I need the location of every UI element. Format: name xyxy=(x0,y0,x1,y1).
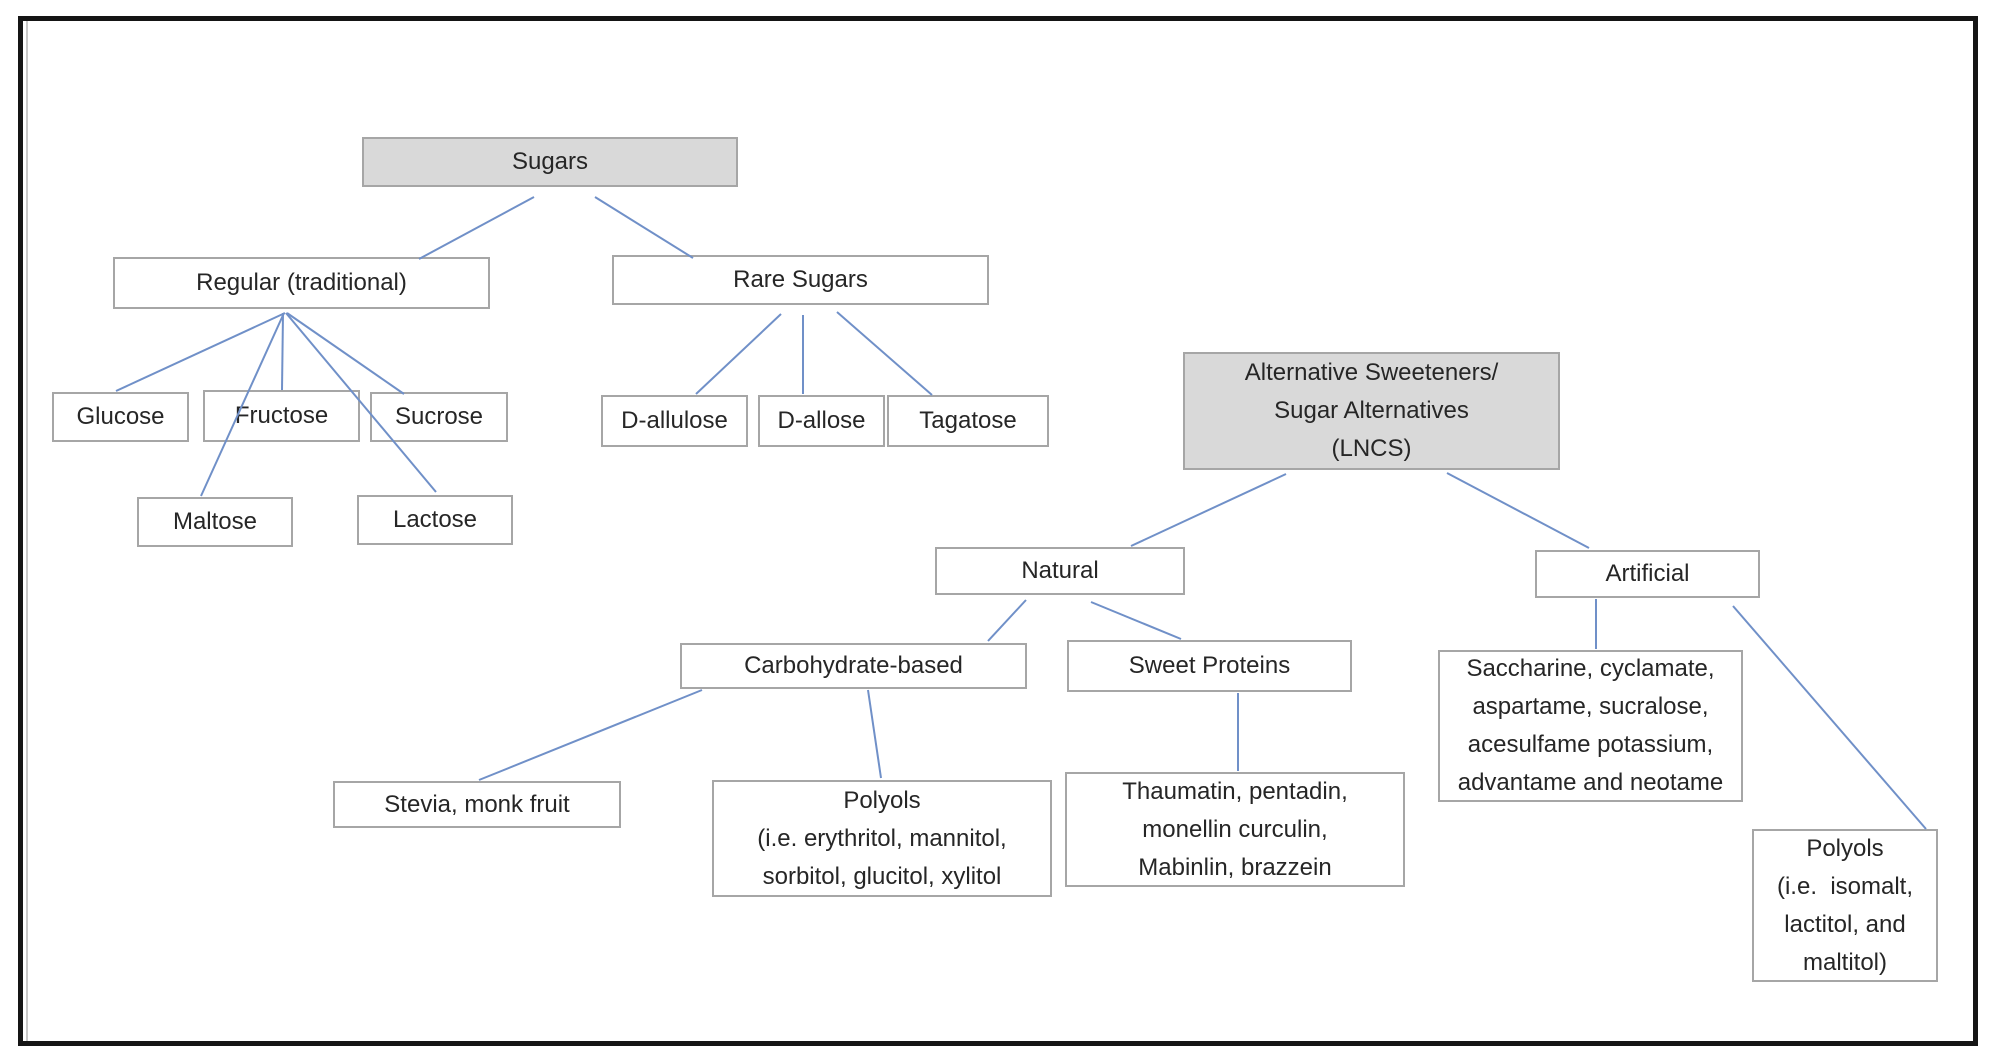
node-thaumatin: Thaumatin, pentadin, monellin curculin, Ma… xyxy=(1065,772,1405,887)
node-saccharine-label: Saccharine, cyclamate, xyxy=(1466,655,1715,682)
node-fructose: Fructose xyxy=(203,390,360,442)
node-polyols-natural-label: (i.e. erythritol, mannitol, xyxy=(757,824,1007,852)
node-maltose: Maltose xyxy=(137,497,293,547)
node-tagatose-label: Tagatose xyxy=(919,407,1017,434)
node-thaumatin-label: Mabinlin, brazzein xyxy=(1138,853,1332,881)
node-carbohydrate-based: Carbohydrate-based xyxy=(680,643,1027,689)
node-polyols-natural: Polyols (i.e. erythritol, mannitol, sorbit… xyxy=(712,780,1052,897)
node-polyols-natural-label: Polyols xyxy=(843,786,921,814)
node-rare-sugars-label: Rare Sugars xyxy=(733,266,868,293)
node-polyols-artificial-label: lactitol, and xyxy=(1784,910,1906,938)
node-sugars-label: Sugars xyxy=(511,148,589,175)
node-carbohydrate-based-label: Carbohydrate-based xyxy=(744,652,963,679)
node-artificial: Artificial xyxy=(1535,550,1760,598)
node-polyols-artificial-label: maltitol) xyxy=(1802,948,1887,976)
node-lncs-label: Sugar Alternatives xyxy=(1274,397,1469,424)
node-regular-traditional-label: Regular (traditional) xyxy=(196,269,407,296)
node-artificial-label: Artificial xyxy=(1605,560,1690,587)
node-rare-sugars: Rare Sugars xyxy=(612,255,989,305)
node-stevia-monk-fruit: Stevia, monk fruit xyxy=(333,781,621,828)
node-polyols-artificial: Polyols (i.e. isomalt, lactitol, and maltit… xyxy=(1752,829,1938,982)
node-lncs-label: Alternative Sweeteners/ xyxy=(1244,359,1499,386)
node-regular-traditional: Regular (traditional) xyxy=(113,257,490,309)
node-fructose-label: Fructose xyxy=(234,402,329,429)
node-saccharine-label: acesulfame potassium, xyxy=(1467,731,1714,758)
node-sucrose: Sucrose xyxy=(370,392,508,442)
node-lncs: Alternative Sweeteners/Sugar Alternative… xyxy=(1183,352,1560,470)
node-lncs-label: (LNCS) xyxy=(1331,435,1412,462)
node-d-allose: D-allose xyxy=(758,395,885,447)
node-sweet-proteins: Sweet Proteins xyxy=(1067,640,1352,692)
node-thaumatin-label: Thaumatin, pentadin, xyxy=(1122,777,1348,805)
node-tagatose: Tagatose xyxy=(887,395,1049,447)
node-sucrose-label: Sucrose xyxy=(394,403,484,430)
node-polyols-artificial-label: Polyols xyxy=(1806,834,1884,862)
node-d-allulose-label: D-allulose xyxy=(621,407,728,434)
node-lactose: Lactose xyxy=(357,495,513,545)
node-sweet-proteins-label: Sweet Proteins xyxy=(1128,652,1291,679)
node-polyols-artificial-label: (i.e. isomalt, xyxy=(1776,872,1914,900)
node-sugars: Sugars xyxy=(362,137,738,187)
node-natural: Natural xyxy=(935,547,1185,595)
node-lactose-label: Lactose xyxy=(392,506,478,533)
node-stevia-monk-fruit-label: Stevia, monk fruit xyxy=(384,790,570,818)
node-maltose-label: Maltose xyxy=(172,508,258,535)
node-d-allose-label: D-allose xyxy=(777,407,866,434)
node-saccharine: Saccharine, cyclamate, aspartame, sucralo… xyxy=(1438,650,1743,802)
node-saccharine-label: advantame and neotame xyxy=(1457,769,1724,796)
node-glucose-label: Glucose xyxy=(76,403,165,430)
node-saccharine-label: aspartame, sucralose, xyxy=(1472,693,1709,720)
node-glucose: Glucose xyxy=(52,392,189,442)
node-thaumatin-label: monellin curculin, xyxy=(1142,815,1328,843)
node-d-allulose: D-allulose xyxy=(601,395,748,447)
node-polyols-natural-label: sorbitol, glucitol, xylitol xyxy=(762,862,1002,890)
node-natural-label: Natural xyxy=(1021,557,1099,584)
